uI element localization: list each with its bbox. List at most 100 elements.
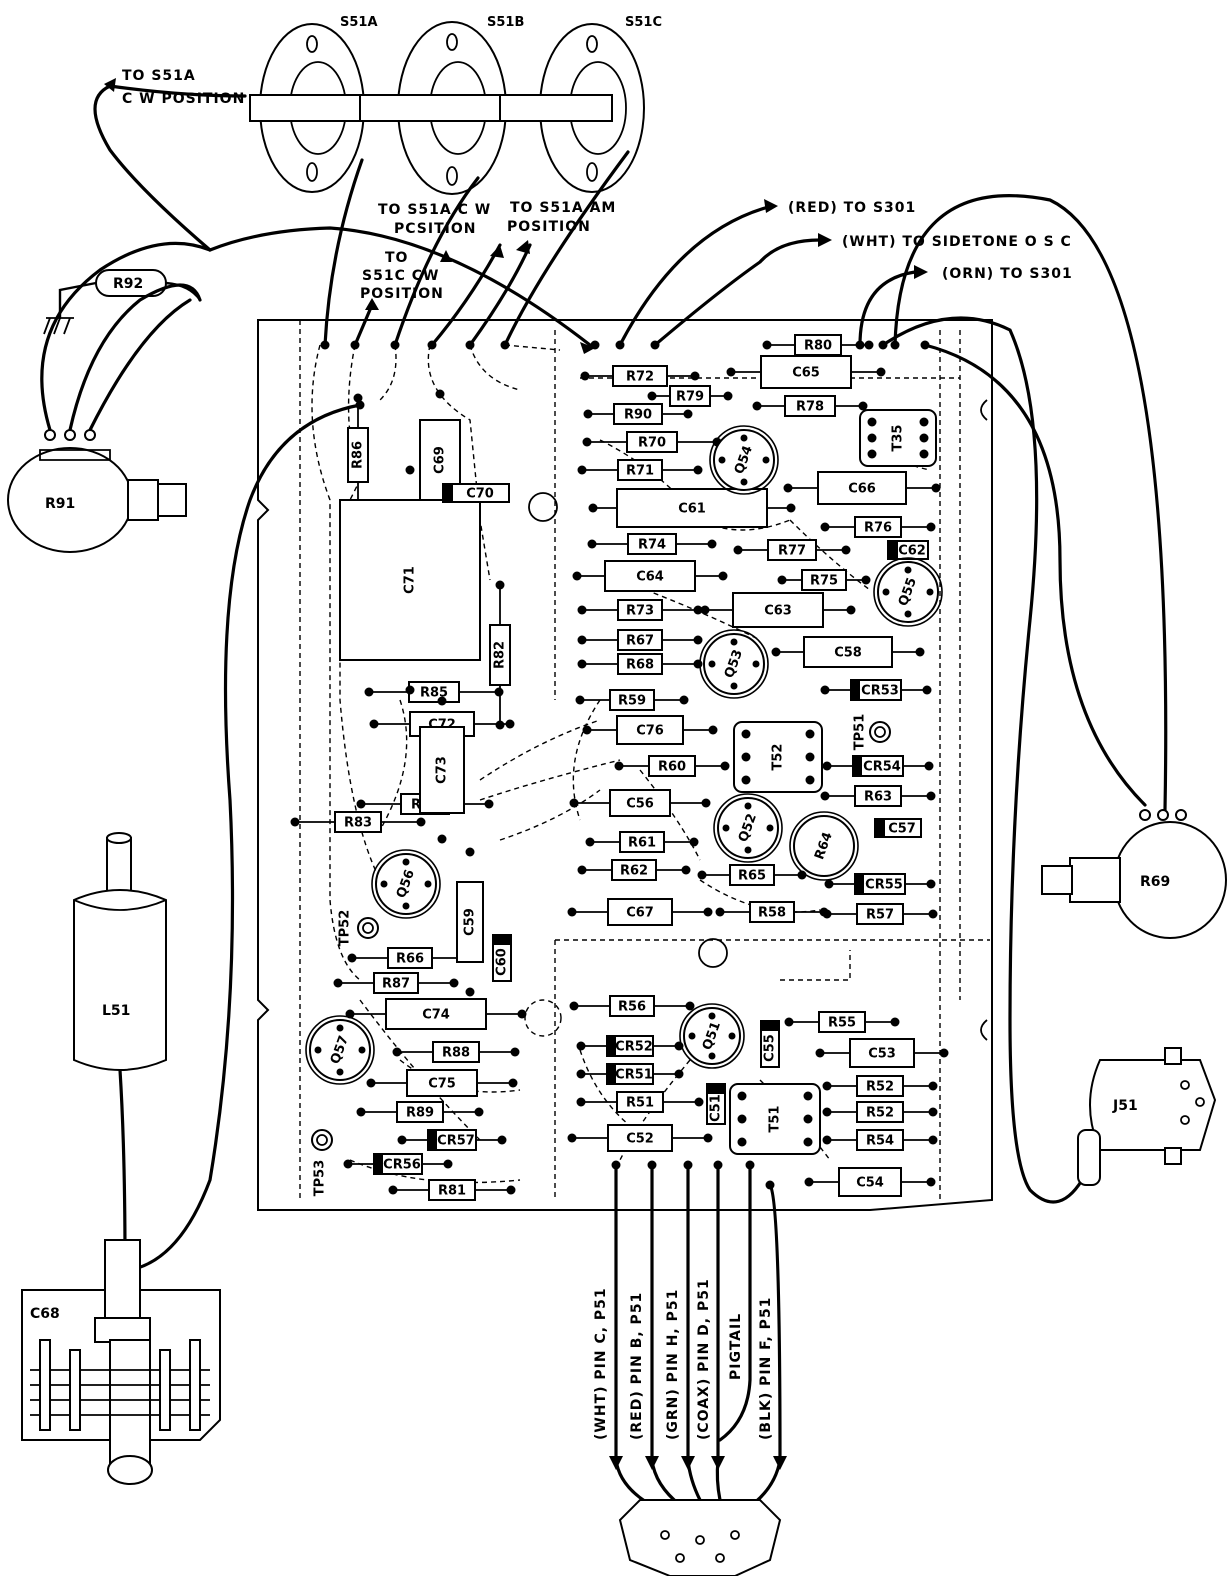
tp51-label: TP51 (853, 714, 868, 751)
note-to-s51a: TO S51A (122, 68, 196, 84)
r91-label: R91 (45, 496, 75, 512)
capacitor-c52 (607, 1124, 673, 1152)
cable-label-pigtail: PIGTAIL (728, 1313, 744, 1380)
cr55-label: CR55 (865, 878, 903, 893)
mounting-hole (528, 492, 558, 522)
plug-p51 (618, 1499, 782, 1576)
capacitor-c53 (849, 1038, 915, 1068)
c71-label: C71 (403, 566, 418, 594)
trimmer-r64 (793, 815, 855, 877)
c67-label: C67 (626, 906, 654, 921)
solder-pad (741, 775, 751, 785)
solder-pad (855, 340, 865, 350)
note-wht-sidetone: (WHT) TO SIDETONE O S C (842, 234, 1072, 250)
solder-pad (390, 340, 400, 350)
resistor-r67 (617, 629, 663, 651)
solder-pad (805, 752, 815, 762)
r86-label: R86 (351, 441, 366, 469)
test-point-tp53 (311, 1129, 333, 1151)
resistor-r72 (612, 365, 668, 387)
inductor-l51: L51 (73, 832, 167, 1071)
resistor-r77 (767, 539, 817, 561)
r54-label: R54 (866, 1134, 894, 1149)
resistor-r75 (801, 569, 847, 591)
resistor-r60 (648, 755, 696, 777)
resistor-r68 (617, 653, 663, 675)
c75-label: C75 (428, 1077, 456, 1092)
s51-wafer-a: S51A (249, 15, 378, 193)
resistor-r58 (749, 901, 795, 923)
transistor-q55 (873, 557, 943, 627)
cable-label-coax: (COAX) PIN D, P51 (696, 1278, 712, 1440)
solder-pad (435, 389, 445, 399)
c63-label: C63 (764, 604, 792, 619)
cr51-label: CR51 (615, 1068, 653, 1083)
r52a-label: R52 (866, 1080, 894, 1095)
resistor-r89 (396, 1101, 444, 1123)
c52-label: C52 (626, 1132, 654, 1147)
capacitor-c67 (607, 898, 673, 926)
r62-label: R62 (620, 864, 648, 879)
capacitor-c64 (604, 560, 696, 592)
r92-label: R92 (113, 276, 143, 292)
cr52-label: CR52 (615, 1040, 653, 1055)
resistor-r65 (729, 864, 775, 886)
c54-label: C54 (856, 1176, 884, 1191)
cr53-label: CR53 (861, 684, 899, 699)
solder-pad (737, 1091, 747, 1101)
solder-pad (890, 340, 900, 350)
note-red-s301: (RED) TO S301 (788, 200, 916, 216)
note-am-position: POSITION (507, 219, 591, 235)
resistor-r83 (334, 811, 382, 833)
s51b-label: S51B (487, 15, 524, 30)
c58-label: C58 (834, 646, 862, 661)
t51-label: T51 (768, 1106, 783, 1133)
connector-j51: J51 (1077, 1047, 1217, 1186)
r78-label: R78 (796, 400, 824, 415)
capacitor-c73 (419, 726, 465, 814)
j51-label: J51 (1112, 1098, 1138, 1114)
c62-label: C62 (898, 544, 926, 559)
r59-label: R59 (618, 694, 646, 709)
capacitor-c63 (732, 592, 824, 628)
resistor-r76 (854, 516, 902, 538)
transistor-q57 (305, 1015, 375, 1085)
r90-label: R90 (624, 408, 652, 423)
s51-wafer-b: S51B (359, 15, 524, 195)
circuit-board (257, 319, 993, 1211)
variable-capacitor-c68: C68 (21, 1239, 221, 1485)
r55-label: R55 (828, 1016, 856, 1031)
solder-pad (919, 433, 929, 443)
note-s51c-cw: S51C CW (362, 268, 439, 284)
capacitor-c65 (760, 355, 852, 389)
note-to: TO (385, 250, 408, 266)
potentiometer-r91: R91 (7, 241, 212, 553)
resistor-r61 (619, 831, 665, 853)
r65-label: R65 (738, 869, 766, 884)
c51-label: C51 (709, 1094, 724, 1122)
r63-label: R63 (864, 790, 892, 805)
transformer-t35 (859, 409, 937, 467)
c73-label: C73 (435, 756, 450, 784)
capacitor-c71 (339, 499, 481, 661)
r88-label: R88 (442, 1046, 470, 1061)
c66-label: C66 (848, 482, 876, 497)
cr54-label: CR54 (863, 760, 901, 775)
solder-pad (320, 340, 330, 350)
note-orn-s301: (ORN) TO S301 (942, 266, 1073, 282)
t52-label: T52 (771, 744, 786, 771)
resistor-r51 (616, 1091, 664, 1113)
r58-label: R58 (758, 906, 786, 921)
r70-label: R70 (638, 436, 666, 451)
mounting-hole (698, 938, 728, 968)
solder-pad (611, 1160, 621, 1170)
capacitor-c76 (616, 715, 684, 745)
solder-pad (590, 340, 600, 350)
solder-pad (437, 834, 447, 844)
resistor-r81 (428, 1179, 476, 1201)
r57-label: R57 (866, 908, 894, 923)
mounting-hole (524, 999, 562, 1037)
c74-label: C74 (422, 1008, 450, 1023)
note-cw-position: C W POSITION (122, 91, 245, 107)
